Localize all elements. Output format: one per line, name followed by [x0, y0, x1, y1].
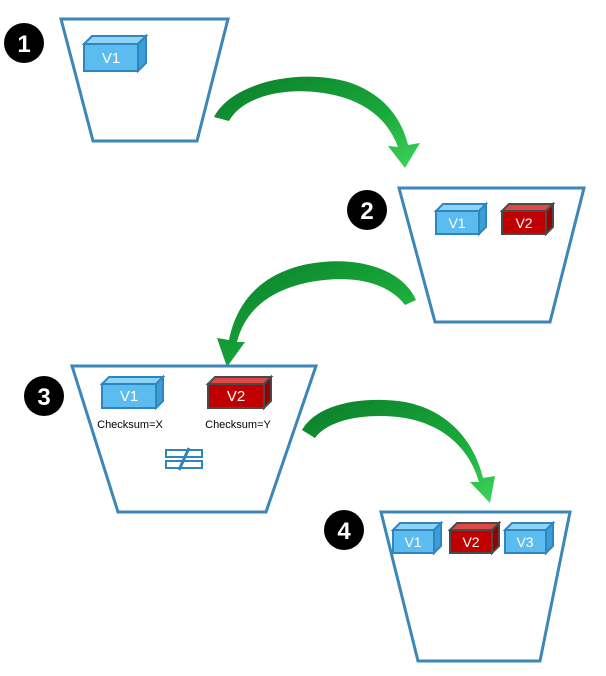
version-box-v3: V3: [502, 520, 556, 556]
version-box-v1: V1: [433, 201, 489, 237]
version-box-v2: V2: [499, 201, 556, 237]
version-box-v2: V2: [205, 374, 274, 411]
step-2-badge: [347, 190, 387, 230]
version-label: V1: [448, 215, 465, 231]
step-1: 1 V1: [4, 17, 230, 143]
step-4-number: 4: [337, 518, 351, 545]
bucket-2: [397, 186, 586, 324]
step-3-badge: [24, 376, 64, 416]
version-box-v1: V1: [390, 520, 444, 556]
step-2-number: 2: [360, 198, 373, 225]
step-2: 2 V1 V2: [347, 186, 586, 324]
not-equal-icon: [165, 447, 203, 471]
version-label: V2: [227, 388, 245, 405]
step-1-number: 1: [17, 31, 30, 58]
arrow-2-to-3: [217, 261, 416, 367]
version-box-v1: V1: [81, 33, 149, 74]
arrow-1-to-2: [214, 76, 420, 168]
version-label: V2: [515, 215, 532, 231]
version-label: V3: [516, 534, 533, 550]
version-label: V1: [102, 50, 120, 67]
version-label: V1: [120, 388, 138, 405]
arrow-3-to-4: [302, 399, 495, 503]
version-box-v2: V2: [447, 520, 502, 556]
checksum-label: Checksum=Y: [205, 419, 271, 431]
version-box-v1: V1: [99, 374, 166, 411]
step-1-badge: [4, 23, 44, 63]
step-3: 3 V1 V2 Checksum=X Checksum=Y: [24, 364, 319, 514]
version-label: V2: [462, 534, 479, 550]
step-3-number: 3: [37, 384, 50, 411]
checksum-label: Checksum=X: [97, 419, 163, 431]
step-4-badge: [324, 510, 364, 550]
version-label: V1: [404, 534, 421, 550]
step-4: 4 V1 V2 V3: [324, 510, 572, 663]
